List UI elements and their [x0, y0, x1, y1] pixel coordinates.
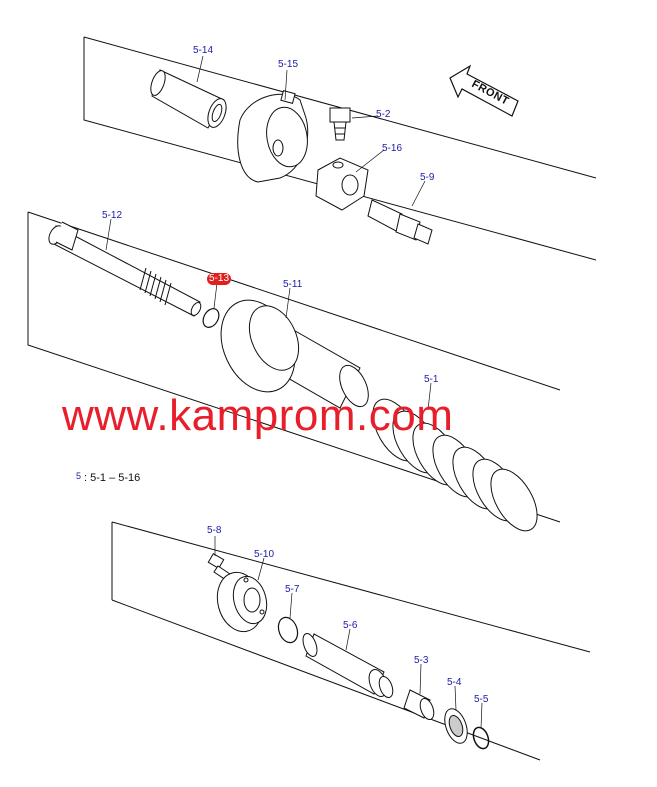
label-5-7: 5-7 — [285, 584, 300, 595]
leader-lines — [105, 55, 483, 729]
label-5-8: 5-8 — [207, 525, 222, 536]
part-5-11-cylinder — [220, 299, 369, 409]
part-5-5-ring — [472, 726, 490, 750]
lower-group-frame — [111, 521, 591, 653]
legend-range: : 5-1 – 5-16 — [84, 472, 141, 484]
rod-threads — [139, 267, 172, 306]
label-5-6: 5-6 — [343, 620, 358, 631]
label-5-11: 5-11 — [283, 279, 303, 290]
label-5-9: 5-9 — [420, 172, 435, 183]
label-5-4: 5-4 — [447, 677, 462, 688]
watermark-text: www.kamprom.com — [62, 391, 454, 440]
part-5-15-plate — [237, 90, 309, 183]
part-5-9-fitting — [367, 199, 433, 245]
part-5-4-disk — [444, 708, 468, 744]
middle-group-frame — [27, 212, 561, 523]
part-5-6-piston — [302, 633, 394, 699]
label-5-14: 5-14 — [193, 45, 214, 56]
part-5-1-spring — [372, 398, 538, 532]
legend-ref: 5 — [76, 471, 82, 481]
part-5-10-flange — [216, 571, 268, 633]
label-5-16: 5-16 — [382, 143, 403, 154]
label-5-1: 5-1 — [424, 374, 439, 385]
part-5-16-hex-block — [315, 157, 369, 211]
front-arrow-icon — [449, 64, 519, 117]
label-5-13: 5-13 — [207, 273, 232, 285]
group-legend: 5: 5-1 – 5-16 — [76, 471, 140, 484]
label-5-15: 5-15 — [278, 59, 299, 70]
label-5-10: 5-10 — [254, 549, 275, 560]
part-5-3-seal — [403, 689, 435, 721]
label-5-5: 5-5 — [474, 694, 489, 705]
part-5-12-rod — [48, 221, 202, 317]
label-5-2: 5-2 — [376, 109, 391, 120]
part-5-7-o-ring — [277, 616, 299, 644]
part-5-13-o-ring — [202, 308, 220, 328]
part-5-2-bolt — [329, 107, 351, 141]
upper-group-frame — [83, 37, 597, 261]
label-5-12: 5-12 — [102, 210, 123, 221]
label-5-3: 5-3 — [414, 655, 429, 666]
part-5-14-bushing — [150, 69, 227, 129]
